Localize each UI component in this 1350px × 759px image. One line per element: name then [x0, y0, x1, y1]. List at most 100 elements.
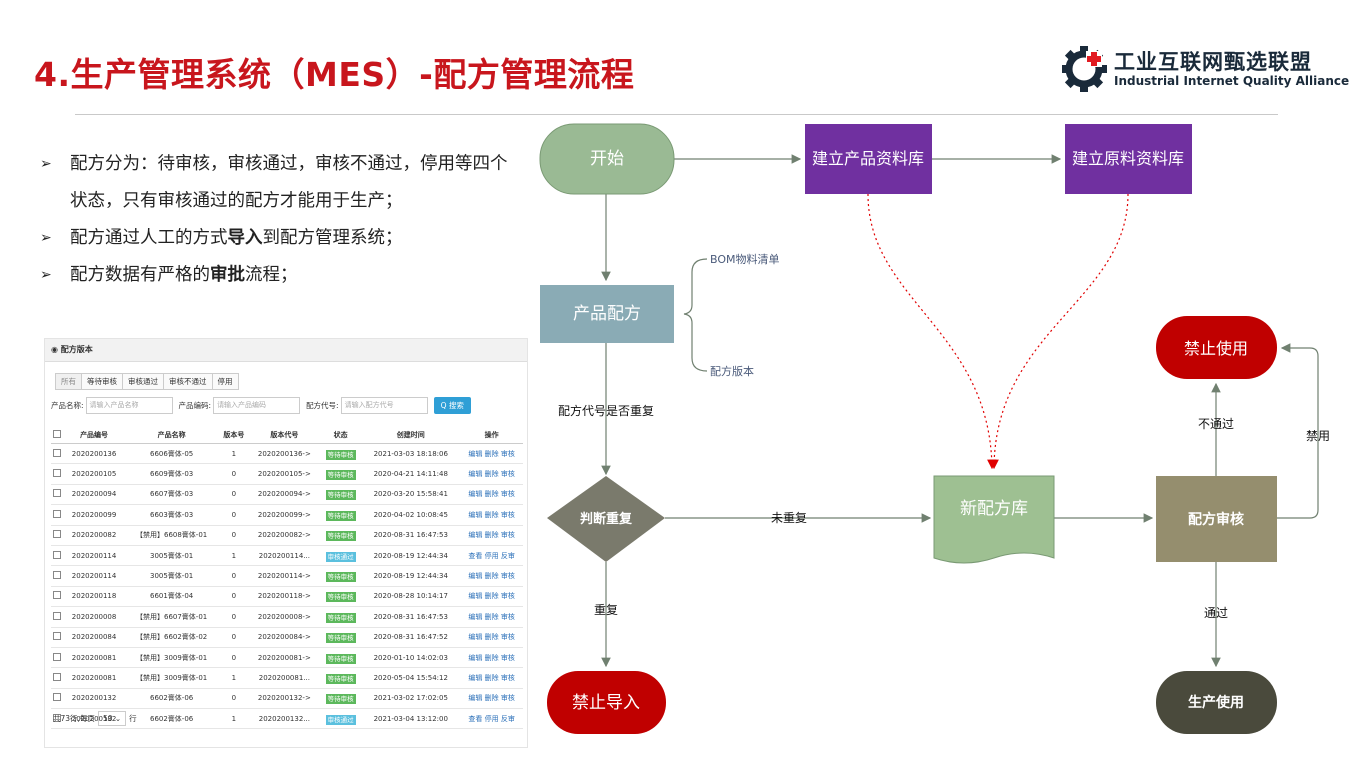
row-actions[interactable]: 编辑 删除 审核	[460, 565, 523, 587]
row-checkbox[interactable]	[51, 647, 64, 669]
ban-use-label: 禁止使用	[1184, 339, 1248, 358]
logo-chinese: 工业互联网甄选联盟	[1114, 50, 1312, 74]
tab-approved[interactable]: 审核通过	[122, 373, 164, 390]
product-name-label: 产品名称:	[51, 401, 84, 410]
version-cell: 0	[219, 627, 249, 648]
row-checkbox[interactable]	[51, 708, 64, 730]
row-actions[interactable]: 编辑 删除 审核	[460, 667, 523, 689]
row-checkbox[interactable]	[51, 688, 64, 710]
filter-bar: 产品名称: 请输入产品名称 产品编码: 请输入产品编码 配方代号: 请输入配方代…	[51, 397, 471, 414]
created-time-cell: 2020-04-21 14:11:48	[361, 463, 461, 485]
row-actions[interactable]: 编辑 删除 审核	[460, 525, 523, 546]
disable-label: 禁用	[1306, 429, 1330, 443]
created-time-cell: 2020-08-19 12:44:34	[361, 565, 461, 587]
row-actions[interactable]: 查看 停用 反审	[460, 708, 523, 730]
row-actions[interactable]: 查看 停用 反审	[460, 545, 523, 567]
select-all-checkbox[interactable]	[51, 427, 64, 444]
row-actions[interactable]: 编辑 删除 审核	[460, 606, 523, 628]
row-actions[interactable]: 编辑 删除 审核	[460, 443, 523, 465]
row-actions[interactable]: 编辑 删除 审核	[460, 586, 523, 608]
product-name-cell: 6602膏体-06	[124, 708, 220, 730]
status-badge: 审核通过	[319, 708, 362, 730]
created-time-cell: 2020-05-04 15:54:12	[361, 667, 461, 689]
product-name-cell: 3005膏体-01	[124, 545, 220, 567]
version-cell: 0	[219, 565, 249, 587]
bullet-text: 配方分为：待审核，审核通过，审核不通过，停用等四个状态，只有审核通过的配方才能用…	[70, 154, 508, 211]
product-db-node	[805, 124, 932, 194]
edge-material-newlib	[989, 193, 1129, 470]
row-actions[interactable]: 编辑 删除 审核	[460, 627, 523, 648]
check-decision-node	[547, 476, 665, 562]
edge-product-newlib	[867, 193, 997, 470]
row-checkbox[interactable]	[51, 606, 64, 628]
product-code-cell: 2020200132	[63, 708, 125, 730]
tab-disabled[interactable]: 停用	[211, 373, 239, 390]
version-code-cell: 2020200114...	[248, 545, 320, 567]
status-badge: 等待审核	[319, 627, 362, 648]
row-checkbox[interactable]	[51, 484, 64, 506]
start-node	[539, 123, 675, 195]
column-header: 产品名称	[124, 427, 220, 444]
tab-rejected[interactable]: 审核不通过	[163, 373, 213, 390]
row-actions[interactable]: 编辑 删除 审核	[460, 484, 523, 506]
status-badge: 等待审核	[319, 463, 362, 485]
status-badge: 等待审核	[319, 647, 362, 669]
product-name-cell: 6606膏体-05	[124, 443, 220, 465]
row-actions[interactable]: 编辑 删除 审核	[460, 647, 523, 669]
row-actions[interactable]: 编辑 删除 审核	[460, 463, 523, 485]
bullet-list: ➢ 配方分为：待审核，审核通过，审核不通过，停用等四个状态，只有审核通过的配方才…	[40, 146, 510, 294]
product-code-input[interactable]: 请输入产品编码	[213, 397, 301, 414]
product-name-cell: 【禁用】3009膏体-01	[124, 667, 220, 689]
row-checkbox[interactable]	[51, 667, 64, 689]
page-size-select[interactable]: 50 ⌄	[97, 711, 127, 726]
row-checkbox[interactable]	[51, 586, 64, 608]
material-db-label: 建立原料资料库	[1072, 149, 1184, 168]
product-db-label: 建立产品资料库	[812, 149, 924, 168]
product-name-cell: 6603膏体-03	[124, 504, 220, 526]
product-name-cell: 6607膏体-03	[124, 484, 220, 506]
row-actions[interactable]: 编辑 删除 审核	[460, 688, 523, 710]
column-header: 产品编号	[63, 427, 125, 444]
product-code-cell: 2020200136	[63, 443, 125, 465]
created-time-cell: 2020-08-31 16:47:52	[361, 627, 461, 648]
edge-review-disable	[1277, 343, 1319, 519]
row-checkbox[interactable]	[51, 525, 64, 546]
product-name-cell: 3005膏体-01	[124, 565, 220, 587]
product-name-cell: 6602膏体-06	[124, 688, 220, 710]
row-checkbox[interactable]	[51, 463, 64, 485]
bullet-bold: 审批	[210, 265, 245, 285]
product-code-cell: 2020200084	[63, 627, 125, 648]
dup-label: 重复	[594, 603, 618, 617]
status-badge: 等待审核	[319, 525, 362, 546]
created-time-cell: 2020-08-19 12:44:34	[361, 545, 461, 567]
version-code-cell: 2020200081->	[248, 647, 320, 669]
row-checkbox[interactable]	[51, 627, 64, 648]
recipe-code-input[interactable]: 请输入配方代号	[340, 397, 428, 414]
globe-icon: ◉	[51, 345, 58, 354]
row-checkbox[interactable]	[51, 504, 64, 526]
version-cell: 0	[219, 525, 249, 546]
bullet-item: ➢ 配方通过人工的方式导入到配方管理系统；	[40, 220, 510, 257]
row-actions[interactable]: 编辑 删除 审核	[460, 504, 523, 526]
search-button[interactable]: Q 搜索	[433, 397, 471, 414]
table-header-row: 产品编号 产品名称 版本号 版本代号 状态 创建时间 操作	[51, 427, 523, 444]
created-time-cell: 2021-03-02 17:02:05	[361, 688, 461, 710]
pagination-suffix: 行	[129, 714, 137, 723]
product-name-input[interactable]: 请输入产品名称	[85, 397, 173, 414]
product-code-cell: 2020200114	[63, 545, 125, 567]
row-checkbox[interactable]	[51, 443, 64, 465]
row-checkbox[interactable]	[51, 565, 64, 587]
page-size-value: 50	[102, 714, 113, 723]
status-badge: 等待审核	[319, 586, 362, 608]
version-code-cell: 2020200118->	[248, 586, 320, 608]
product-code-cell: 2020200082	[63, 525, 125, 546]
created-time-cell: 2020-03-20 15:58:41	[361, 484, 461, 506]
row-checkbox[interactable]	[51, 545, 64, 567]
